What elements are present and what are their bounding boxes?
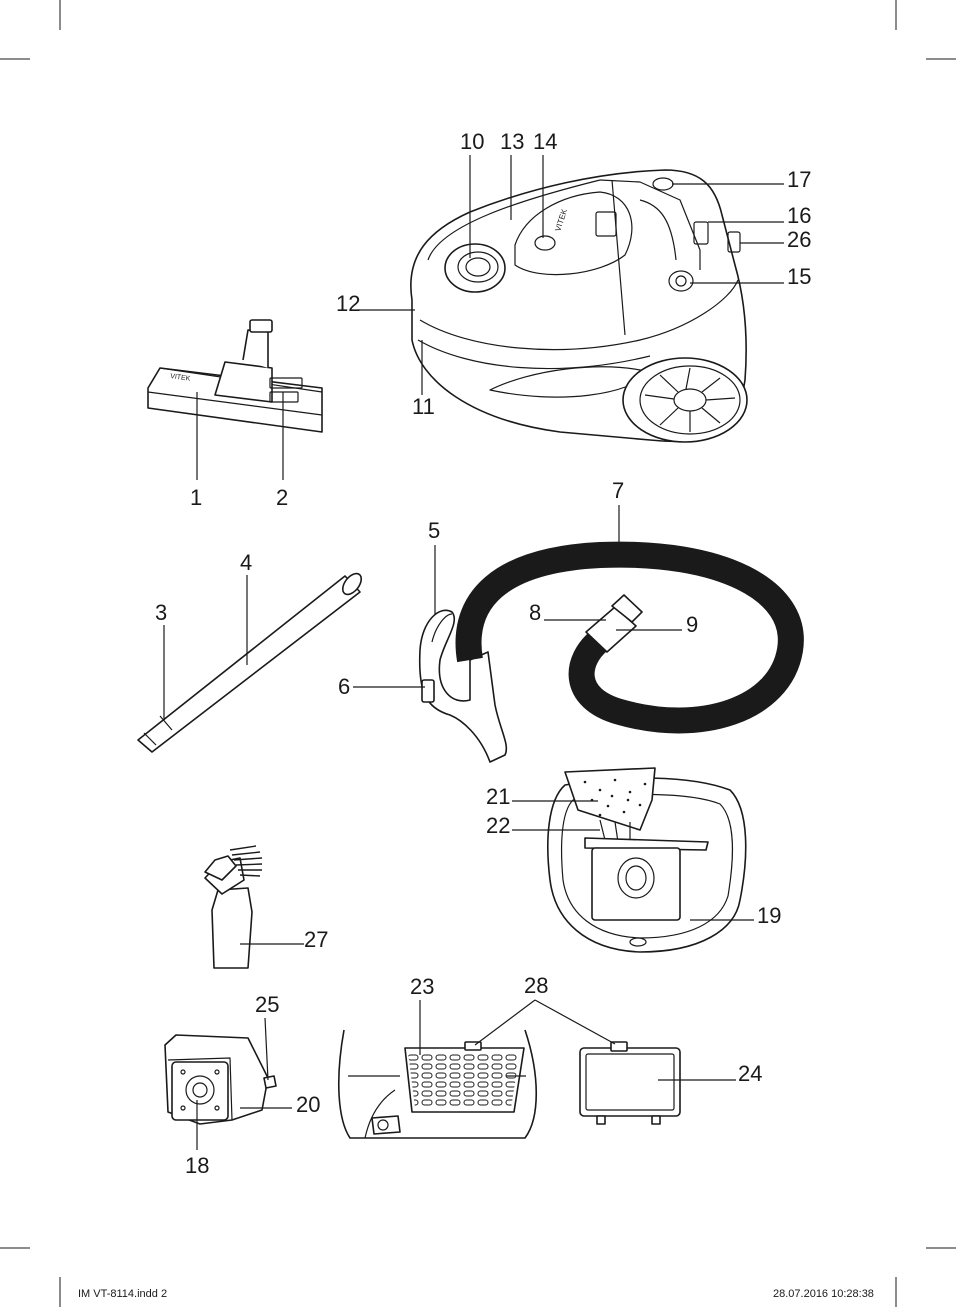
filter-cover <box>579 1041 681 1125</box>
label-22: 22 <box>486 813 510 838</box>
label-1: 1 <box>190 485 202 510</box>
label-8: 8 <box>529 600 541 625</box>
label-24: 24 <box>738 1061 762 1086</box>
brand-logo-brush: VITEK <box>170 373 191 383</box>
label-6: 6 <box>338 674 350 699</box>
label-13: 13 <box>500 129 524 154</box>
vacuum-body: VITEK <box>410 169 748 443</box>
label-28: 28 <box>524 973 548 998</box>
label-19: 19 <box>757 903 781 928</box>
hose-handle <box>418 609 508 763</box>
label-26: 26 <box>787 227 811 252</box>
label-5: 5 <box>428 518 440 543</box>
floor-brush: VITEK <box>147 319 323 433</box>
label-21: 21 <box>486 784 510 809</box>
label-11: 11 <box>412 394 435 419</box>
print-slug: IM VT-8114.indd 2 28.07.2016 10:28:38 <box>78 1288 874 1300</box>
label-23: 23 <box>410 974 434 999</box>
leader-lines <box>163 155 784 1150</box>
label-7: 7 <box>612 478 624 503</box>
bag-holder <box>164 1034 277 1125</box>
dust-compartment <box>547 767 747 953</box>
label-20: 20 <box>296 1092 320 1117</box>
label-9: 9 <box>686 612 698 637</box>
label-14: 14 <box>533 129 557 154</box>
label-17: 17 <box>787 167 811 192</box>
label-3: 3 <box>155 600 167 625</box>
label-15: 15 <box>787 264 811 289</box>
footer-file-name: IM VT-8114.indd 2 <box>78 1288 167 1300</box>
label-2: 2 <box>276 485 288 510</box>
footer-datetime: 28.07.2016 10:28:38 <box>773 1288 874 1300</box>
flexible-hose <box>455 541 804 734</box>
part-labels: 1 2 3 4 5 6 7 8 9 10 11 12 13 14 15 16 1… <box>155 129 811 1178</box>
label-16: 16 <box>787 203 811 228</box>
crevice-brush <box>204 845 263 969</box>
label-18: 18 <box>185 1153 209 1178</box>
label-25: 25 <box>255 992 279 1017</box>
rear-panel <box>337 1029 537 1139</box>
label-10: 10 <box>460 129 484 154</box>
label-27: 27 <box>304 927 328 952</box>
extension-tube <box>137 572 363 753</box>
label-12: 12 <box>336 291 360 316</box>
label-4: 4 <box>240 550 252 575</box>
